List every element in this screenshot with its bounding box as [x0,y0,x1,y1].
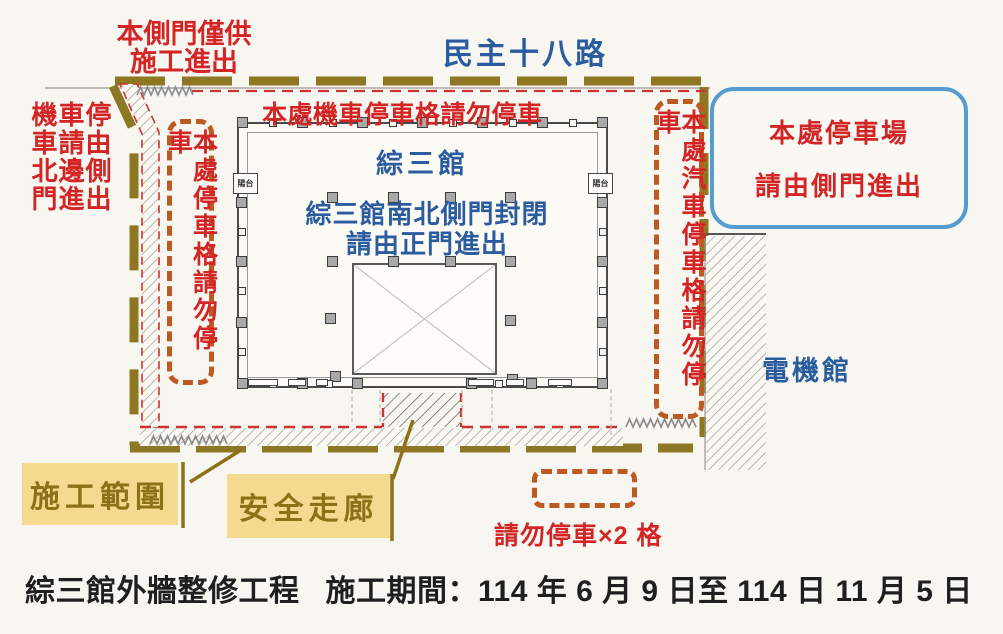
column-marker [477,117,488,128]
column-marker [445,192,456,203]
door-opening [468,379,494,386]
door-opening [506,379,524,386]
side-gate-note-line1: 本側門僅供 [116,19,252,49]
column-marker [597,197,608,208]
building-title: 綜三館 [376,149,469,179]
courtyard-atrium [352,263,497,375]
project-name: 綜三館外牆整修工程 [25,575,300,608]
moto-entrance-note-line2: 車請由 [31,128,113,158]
em-building-label: 電機館 [762,356,852,386]
column-marker-small [238,228,246,236]
left-parking-restriction-text: 本處停車格請勿停車 [164,129,218,353]
column-marker-small [509,119,517,127]
column-marker [417,117,428,128]
project-caption: 綜三館外牆整修工程施工期間：114 年 6 月 9 日至 114 日 11 月 … [25,566,995,610]
column-marker-small [238,287,246,295]
column-marker-small [569,119,577,127]
moto-entrance-note-line1: 機車停 [31,100,113,130]
balcony-right: 陽台 [588,173,613,194]
moto-parking-restriction-note: 本處機車停車格請勿停車 [262,101,543,129]
entrance-walkway-hatch [383,393,461,427]
building-access-note-line1: 綜三館南北側門封閉 [305,199,549,229]
door-opening [548,379,572,386]
column-marker [537,117,548,128]
column-marker-small [329,119,337,127]
construction-period: 施工期間：114 年 6 月 9 日至 114 日 11 月 5 日 [325,575,973,608]
break-zigzag-marks [136,85,697,446]
parking-lot-notice-line2: 請由側門進出 [754,171,923,201]
column-marker [236,197,247,208]
moto-entrance-note-line4: 門進出 [31,184,113,214]
column-marker [388,256,399,267]
column-marker [297,117,308,128]
column-marker [327,256,338,267]
column-marker [388,192,399,203]
column-marker [327,192,338,203]
column-marker [236,256,247,267]
column-marker [357,117,368,128]
legend-callout-lines [181,419,415,541]
column-marker [325,313,336,324]
column-marker [237,378,248,389]
column-marker-small [389,119,397,127]
column-marker-small [238,348,246,356]
balcony-left: 陽台 [233,173,258,194]
side-gate-note-line2: 施工進出 [130,47,238,77]
legend-safety-corridor: 安全走廊 [227,474,390,538]
door-opening [288,379,306,386]
building-access-note: 綜三館南北側門封閉 請由正門進出 [227,199,627,259]
construction-boundary-olive [108,76,710,453]
column-marker [505,315,516,326]
no-parking-two-slots-label: 請勿停車×2 格 [494,522,663,550]
column-marker-small [495,380,503,388]
moto-entrance-note: 機車停 車請由 北邊側 門進出 [28,101,116,213]
right-parking-restriction-text: 本處汽車停車格請勿停車 [653,109,706,389]
guide-lines [351,389,612,436]
parking-lot-notice-line1: 本處停車場 [768,118,909,148]
column-marker-small [449,119,457,127]
column-marker [597,117,608,128]
right-parking-restriction-box: 本處汽車停車格請勿停車 [653,99,706,419]
column-marker [505,256,516,267]
column-marker [597,378,608,389]
column-marker [597,256,608,267]
legend-construction-area: 施工範圍 [22,463,178,525]
column-marker-small [599,287,607,295]
column-marker-small [599,348,607,356]
column-marker [236,317,247,328]
door-opening [316,379,328,386]
column-marker-small [269,119,277,127]
column-marker [526,378,537,389]
building-access-note-line2: 請由正門進出 [345,229,508,259]
left-hatch-band [118,83,160,429]
moto-entrance-note-line3: 北邊側 [31,156,113,186]
left-parking-restriction-box: 本處停車格請勿停車 [164,119,218,385]
column-marker [237,117,248,128]
door-opening [248,379,278,386]
column-marker [597,317,608,328]
no-parking-two-slots-box [532,469,637,508]
column-marker [505,192,516,203]
column-marker [352,378,363,389]
road-name-label: 民主十八路 [443,38,608,71]
parking-lot-notice-box: 本處停車場 請由側門進出 [710,87,968,229]
column-marker-small [599,228,607,236]
em-building-hatch [704,233,766,470]
inner-wall-line [247,132,598,378]
column-marker [330,371,341,382]
bottom-hatch-band [140,428,623,446]
side-gate-note: 本側門僅供 施工進出 [108,20,260,76]
column-marker [445,256,456,267]
building-floorplan [237,122,608,388]
